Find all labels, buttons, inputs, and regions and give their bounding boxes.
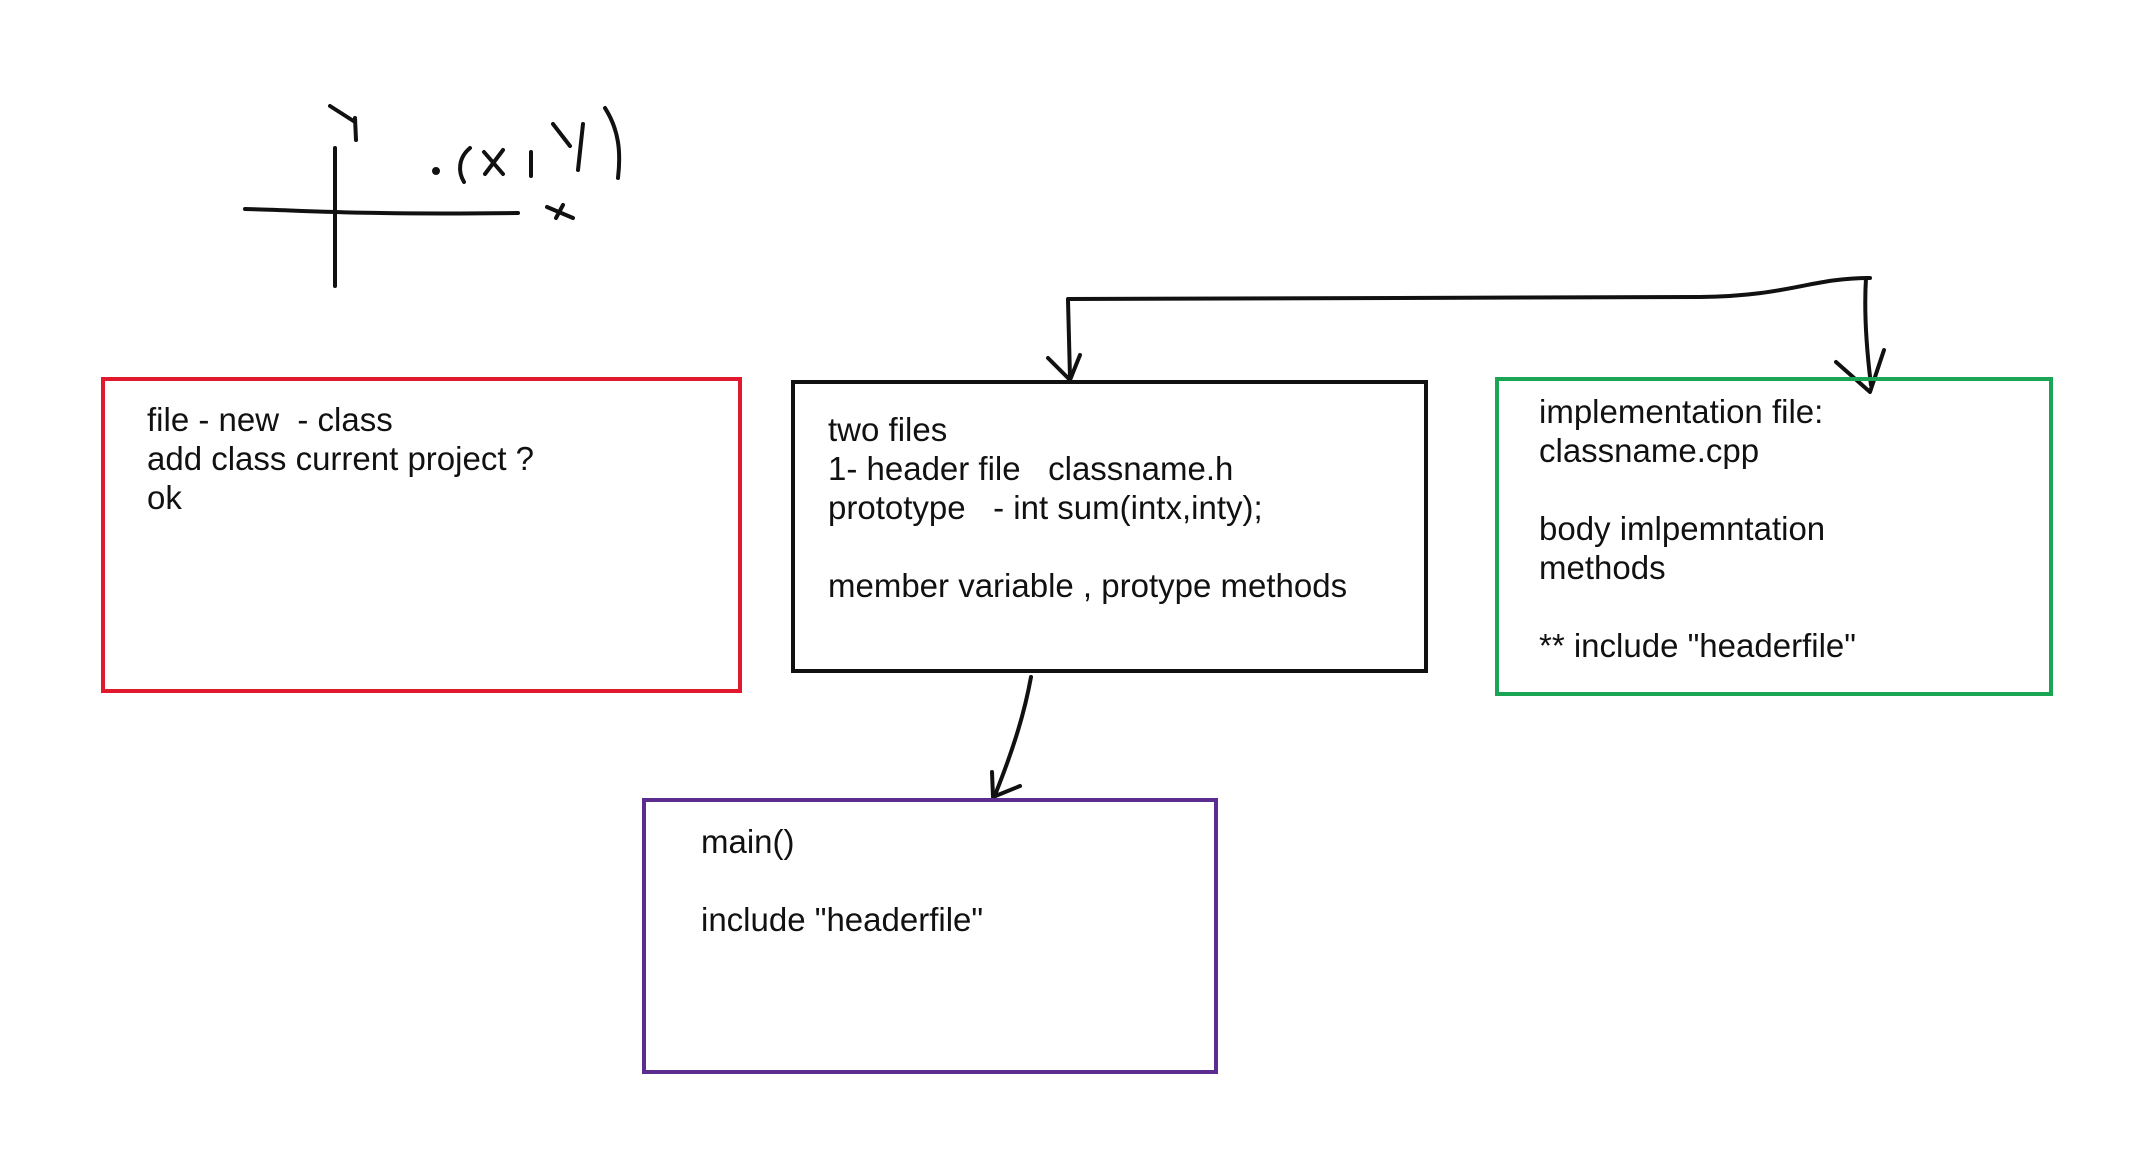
class-creation-box: file - new - class add class current pro… [101,377,742,693]
point-label-y [551,122,585,172]
y-axis-label-mark [328,104,358,142]
main-file-box: main() include "headerfile" [642,798,1218,1074]
main-file-text: main() include "headerfile" [701,823,984,938]
arrow-header-to-implementation [1046,276,1886,394]
class-creation-text: file - new - class add class current pro… [147,401,535,516]
axes-sketch [243,104,622,288]
point-label-close-paren [603,106,622,180]
point-label-x [482,148,505,176]
header-file-box: two files 1- header file classname.h pro… [791,380,1428,673]
header-file-text: two files 1- header file classname.h pro… [828,411,1348,604]
implementation-file-box: implementation file: classname.cpp body … [1495,377,2053,696]
implementation-file-text: implementation file: classname.cpp body … [1539,393,1856,664]
point-dot [432,167,440,175]
x-axis-line [243,207,520,216]
point-label-open-paren [458,146,472,184]
x-axis-label-mark [545,203,575,220]
arrow-header-to-main [990,675,1033,799]
